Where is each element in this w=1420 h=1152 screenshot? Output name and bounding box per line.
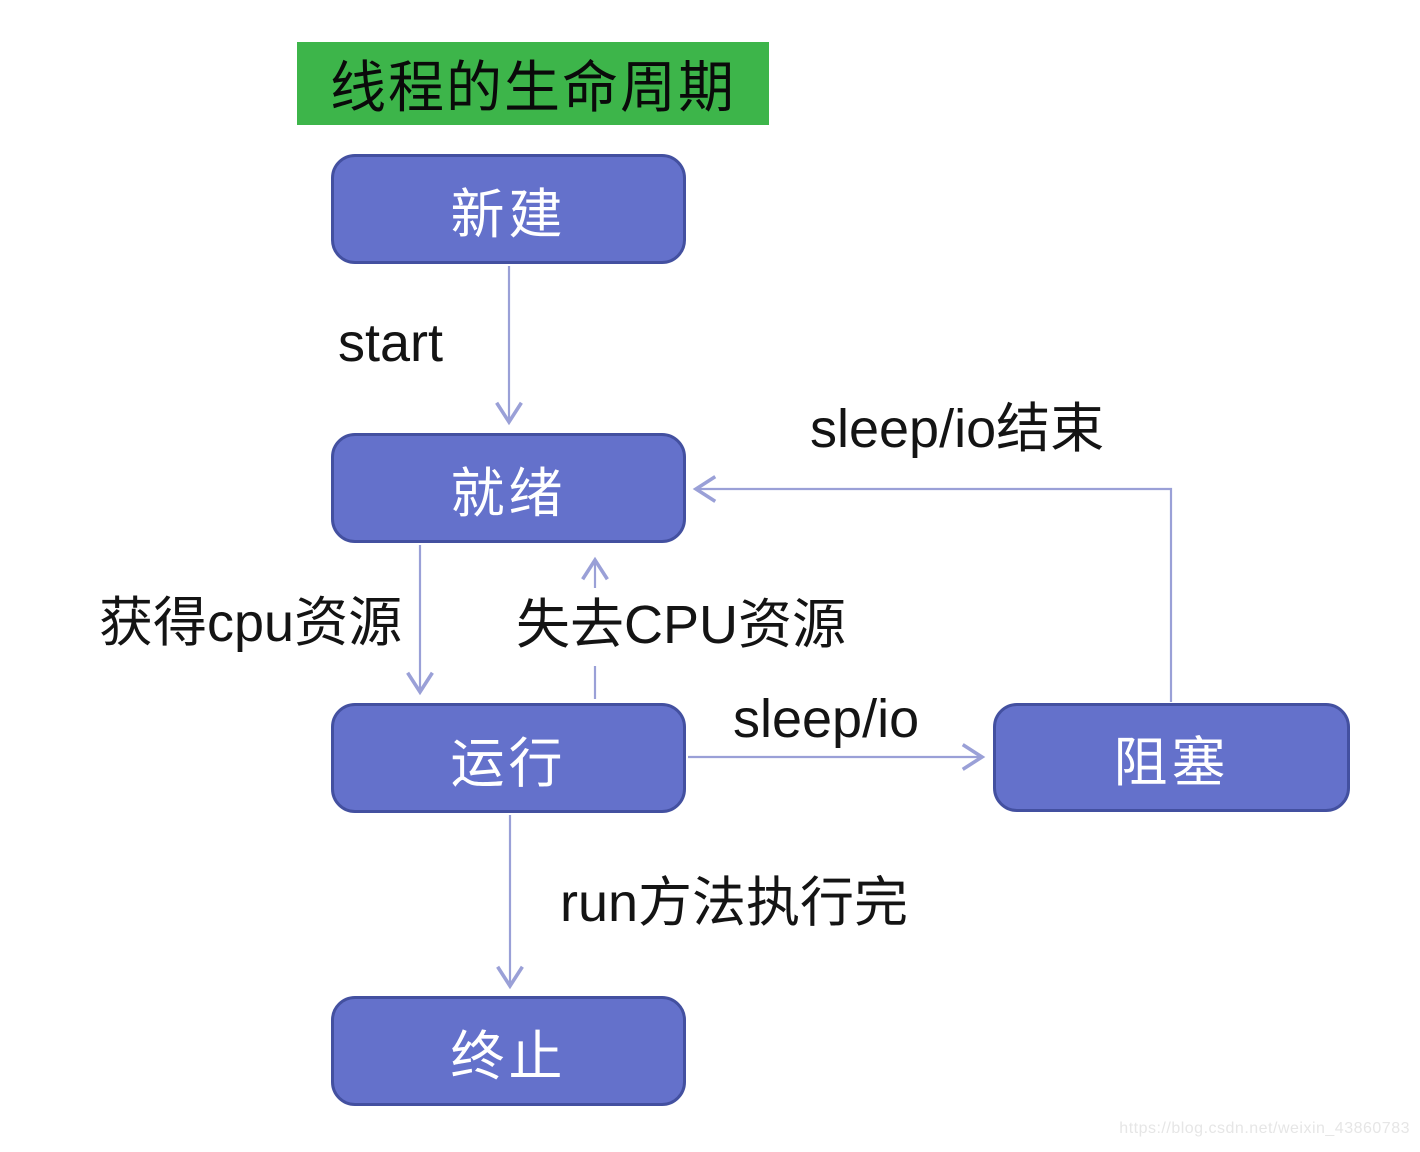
transition-label-sleep-io: sleep/io (733, 689, 920, 749)
diagram-title: 线程的生命周期 (297, 42, 769, 125)
arrow-blocked-to-ready (692, 475, 1173, 702)
state-label-terminated: 终止 (450, 1026, 567, 1087)
watermark-text: https://blog.csdn.net/weixin_43860783 (1119, 1120, 1410, 1137)
transition-label-sleep-io-end: sleep/io结束 (810, 399, 1105, 459)
state-label-ready: 就绪 (450, 463, 567, 524)
transition-label-lose-cpu: 失去CPU资源 (516, 595, 847, 655)
state-box-terminated: 终止 (331, 996, 686, 1106)
transition-label-run-complete: run方法执行完 (560, 873, 909, 933)
state-box-blocked: 阻塞 (993, 703, 1350, 812)
state-box-ready: 就绪 (331, 433, 686, 543)
state-box-new: 新建 (331, 154, 686, 264)
transition-label-acquire-cpu: 获得cpu资源 (99, 593, 403, 653)
state-label-running: 运行 (450, 733, 567, 794)
state-label-blocked: 阻塞 (1113, 733, 1230, 793)
transition-label-start: start (338, 313, 444, 373)
state-label-new: 新建 (450, 184, 567, 245)
state-box-running: 运行 (331, 703, 686, 813)
diagram-title-text: 线程的生命周期 (330, 56, 736, 119)
